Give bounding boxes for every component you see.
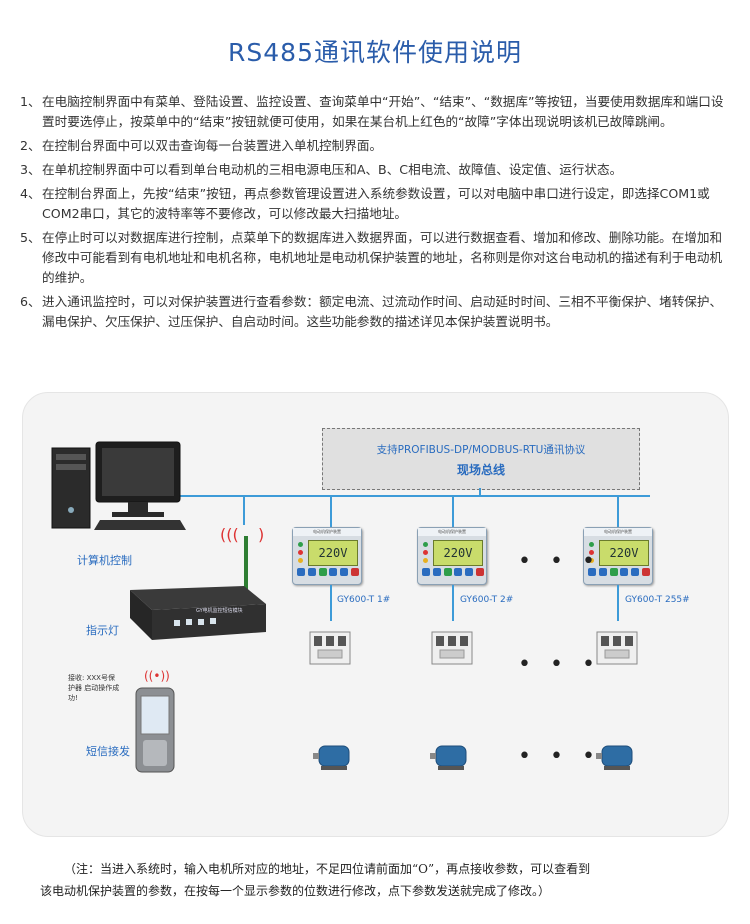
- protection-controller: 电动机保护装置 220V: [417, 527, 487, 585]
- svg-text:((•)): ((•)): [144, 669, 170, 683]
- instruction-list: 1、 在电脑控制界面中有菜单、登陆设置、监控设置、查询菜单中“开始”、“结束”、…: [20, 92, 725, 336]
- bus-protocol-text: 支持PROFIBUS-DP/MODBUS-RTU通讯协议: [376, 444, 586, 456]
- controller-header: 电动机保护装置: [584, 528, 652, 536]
- device-label: GY600-T 255#: [625, 595, 690, 605]
- list-item: 4、 在控制台界面上，先按“结束”按钮，再点参数管理设置进入系统参数设置，可以对…: [20, 184, 725, 224]
- list-item: 6、 进入通讯监控时，可以对保护装置进行查看参数：额定电流、过流动作时间、启动延…: [20, 292, 725, 332]
- ellipsis-dots: • • •: [518, 652, 601, 677]
- computer-icon: [51, 441, 186, 530]
- list-item: 5、 在停止时可以对数据库进行控制，点菜单下的数据库进入数据界面，可以进行数据查…: [20, 228, 725, 288]
- item-number: 3、: [20, 162, 41, 177]
- lcd-display: 220V: [308, 540, 358, 566]
- lcd-display: 220V: [599, 540, 649, 566]
- item-text: 在单机控制界面中可以看到单台电动机的三相电源电压和A、B、C相电流、故障值、设定…: [42, 162, 623, 177]
- contactor-icon: [431, 631, 473, 665]
- motor-icon: [430, 745, 467, 770]
- indicator-label: 指示灯: [86, 624, 119, 637]
- item-text: 在电脑控制界面中有菜单、登陆设置、监控设置、查询菜单中“开始”、“结束”、“数据…: [42, 94, 724, 129]
- lcd-display: 220V: [433, 540, 483, 566]
- motor-icon: [313, 745, 350, 770]
- connection-line: [452, 585, 454, 621]
- item-text: 在停止时可以对数据库进行控制，点菜单下的数据库进入数据界面，可以进行数据查看、增…: [42, 230, 723, 285]
- bus-tap-line: [452, 495, 454, 527]
- mobile-phone-icon: ((•)): [135, 669, 175, 773]
- item-text: 进入通讯监控时，可以对保护装置进行查看参数：额定电流、过流动作时间、启动延时时间…: [42, 294, 723, 329]
- phone-screen-text: 接收: XXX号保护器 启动操作成功!: [68, 674, 120, 702]
- connection-line: [617, 585, 619, 621]
- footnote-line-2: 该电动机保护装置的参数，在按每一个显示参数的位数进行修改，点下参数发送就完成了修…: [40, 884, 551, 898]
- contactor-icon: [596, 631, 638, 665]
- bus-tap-line: [243, 495, 245, 525]
- svg-text:): ): [258, 525, 264, 544]
- fieldbus-box: 支持PROFIBUS-DP/MODBUS-RTU通讯协议 现场总线: [322, 428, 640, 490]
- bus-drop-line: [479, 488, 481, 496]
- contactor-icon: [309, 631, 351, 665]
- item-text: 在控制台界面上，先按“结束”按钮，再点参数管理设置进入系统参数设置，可以对电脑中…: [42, 186, 710, 221]
- item-number: 2、: [20, 138, 41, 153]
- device-label: GY600-T 2#: [460, 595, 514, 605]
- computer-label: 计算机控制: [77, 554, 132, 567]
- footnote-line-1: （注：当进入系统时，输入电机所对应的地址，不足四位请前面加“O”，再点接收参数，…: [64, 862, 591, 876]
- motor-icon: [596, 745, 633, 770]
- item-number: 6、: [20, 294, 41, 309]
- controller-header: 电动机保护装置: [293, 528, 361, 536]
- bus-main-line: [180, 495, 650, 497]
- ellipsis-dots: • • •: [518, 549, 601, 574]
- list-item: 1、 在电脑控制界面中有菜单、登陆设置、监控设置、查询菜单中“开始”、“结束”、…: [20, 92, 725, 132]
- svg-text:(((: (((: [220, 525, 239, 544]
- item-text: 在控制台界面中可以双击查询每一台装置进入单机控制界面。: [42, 138, 383, 153]
- protection-controller: 电动机保护装置 220V: [292, 527, 362, 585]
- bus-tap-line: [330, 495, 332, 527]
- sms-module-icon: ((( ): [130, 525, 266, 640]
- sms-label: 短信接发: [86, 745, 130, 758]
- item-number: 5、: [20, 230, 41, 245]
- page-title: RS485通讯软件使用说明: [228, 38, 522, 67]
- item-number: 4、: [20, 186, 41, 201]
- footnote: （注：当进入系统时，输入电机所对应的地址，不足四位请前面加“O”，再点接收参数，…: [40, 858, 730, 902]
- bus-name-text: 现场总线: [456, 463, 505, 477]
- ellipsis-dots: • • •: [518, 744, 601, 769]
- item-number: 1、: [20, 94, 41, 109]
- device-label: GY600-T 1#: [337, 595, 391, 605]
- bus-tap-line: [617, 495, 619, 527]
- connection-line: [330, 585, 332, 621]
- list-item: 2、 在控制台界面中可以双击查询每一台装置进入单机控制界面。: [20, 136, 725, 156]
- list-item: 3、 在单机控制界面中可以看到单台电动机的三相电源电压和A、B、C相电流、故障值…: [20, 160, 725, 180]
- sms-module-panel-text: GY电机监控短信模块: [196, 608, 243, 614]
- protection-controller: 电动机保护装置 220V: [583, 527, 653, 585]
- controller-header: 电动机保护装置: [418, 528, 486, 536]
